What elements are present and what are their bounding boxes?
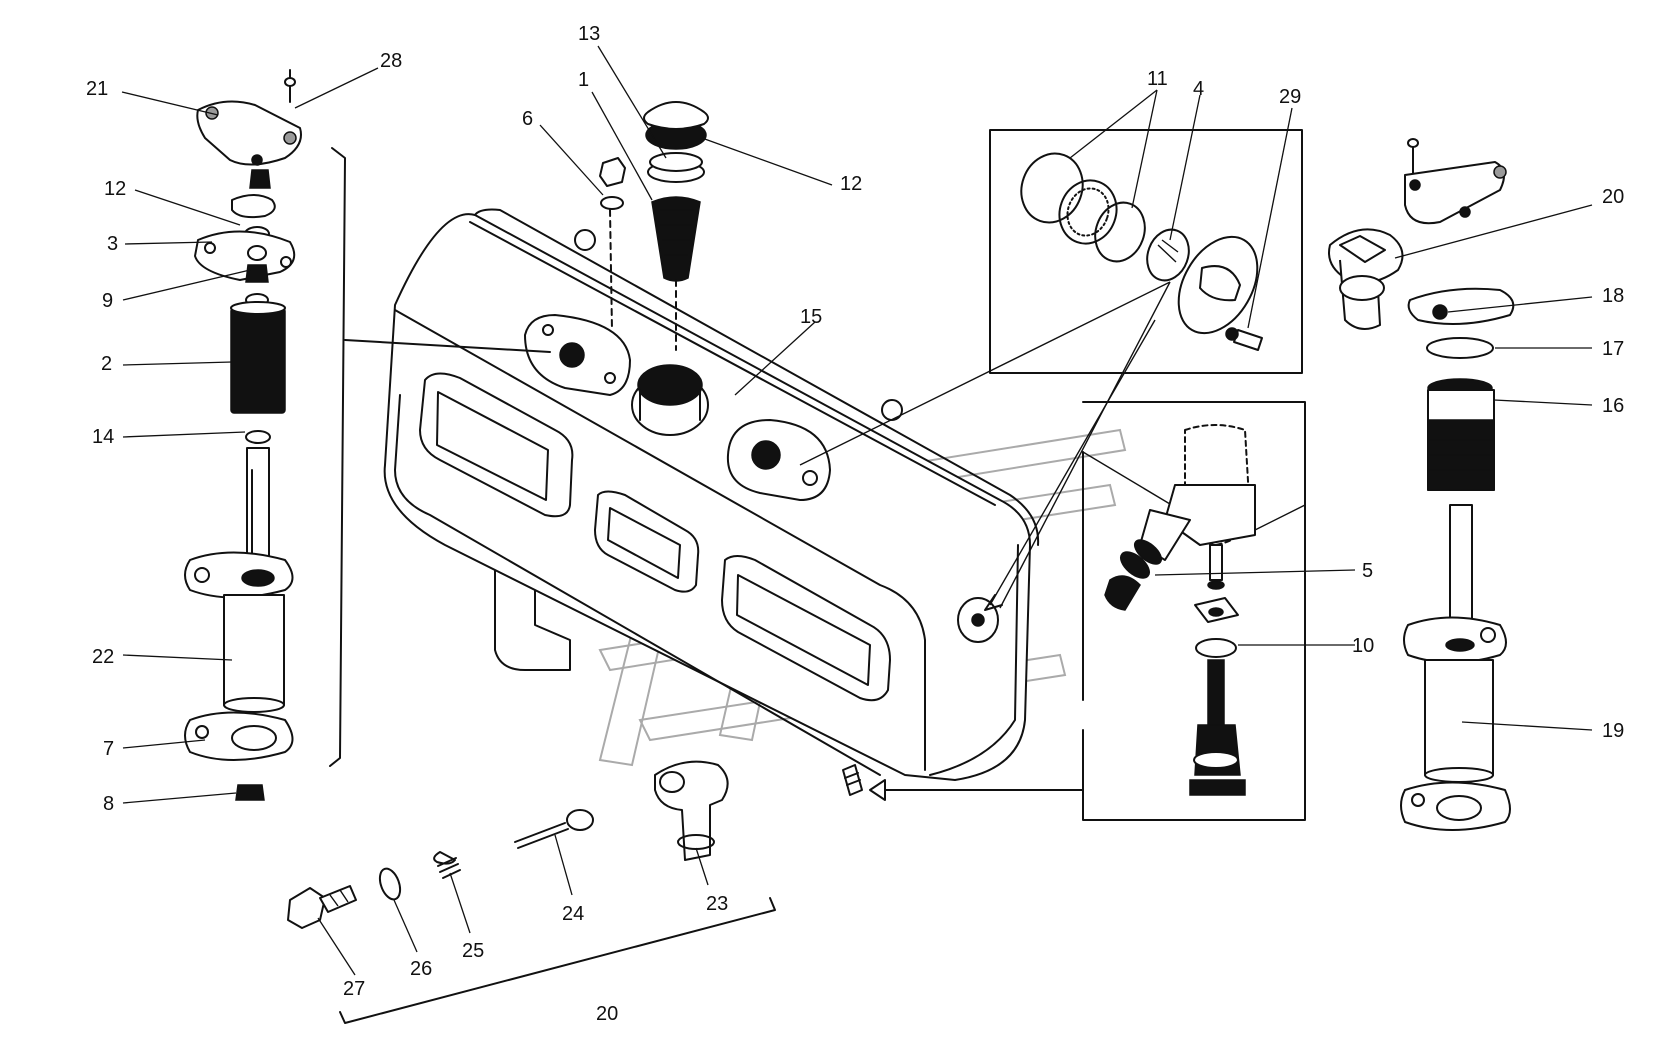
label-20: 20	[1602, 186, 1624, 208]
label-20b: 20	[596, 1003, 618, 1025]
label-21: 21	[86, 78, 108, 100]
drain-valve-inset	[869, 401, 1306, 821]
label-25: 25	[462, 940, 484, 962]
gasket-inset	[799, 129, 1303, 611]
fuel-tank-body	[383, 208, 1040, 796]
leader-lines	[121, 45, 1593, 976]
label-5: 5	[1362, 560, 1373, 582]
label-4: 4	[1193, 78, 1204, 100]
label-7: 7	[103, 738, 114, 760]
bottom-parts	[287, 760, 729, 929]
label-15: 15	[800, 306, 822, 328]
label-14: 14	[92, 426, 114, 448]
label-19: 19	[1602, 720, 1624, 742]
label-1: 1	[578, 69, 589, 91]
label-12b: 12	[840, 173, 862, 195]
right-filter-assembly	[1328, 138, 1515, 831]
filler-assembly	[599, 101, 709, 351]
label-28: 28	[380, 50, 402, 72]
label-26: 26	[410, 958, 432, 980]
label-11: 11	[1147, 68, 1168, 90]
label-8: 8	[103, 793, 114, 815]
label-29: 29	[1279, 86, 1301, 108]
label-2: 2	[101, 353, 112, 375]
label-23: 23	[706, 893, 728, 915]
label-16: 16	[1602, 395, 1624, 417]
label-9: 9	[102, 290, 113, 312]
left-filter-assembly	[184, 69, 551, 801]
label-6: 6	[522, 108, 533, 130]
label-22: 22	[92, 646, 114, 668]
label-3: 3	[107, 233, 118, 255]
label-12: 12	[104, 178, 126, 200]
callout-labels: 21 28 12 3 9 2 14 22 7 8 6 1 13 12 15 11…	[86, 23, 1624, 1025]
label-18: 18	[1602, 285, 1624, 307]
label-27: 27	[343, 978, 365, 1000]
bracket-20	[339, 897, 776, 1024]
label-24: 24	[562, 903, 584, 925]
label-10: 10	[1352, 635, 1374, 657]
label-13: 13	[578, 23, 600, 45]
label-17: 17	[1602, 338, 1624, 360]
